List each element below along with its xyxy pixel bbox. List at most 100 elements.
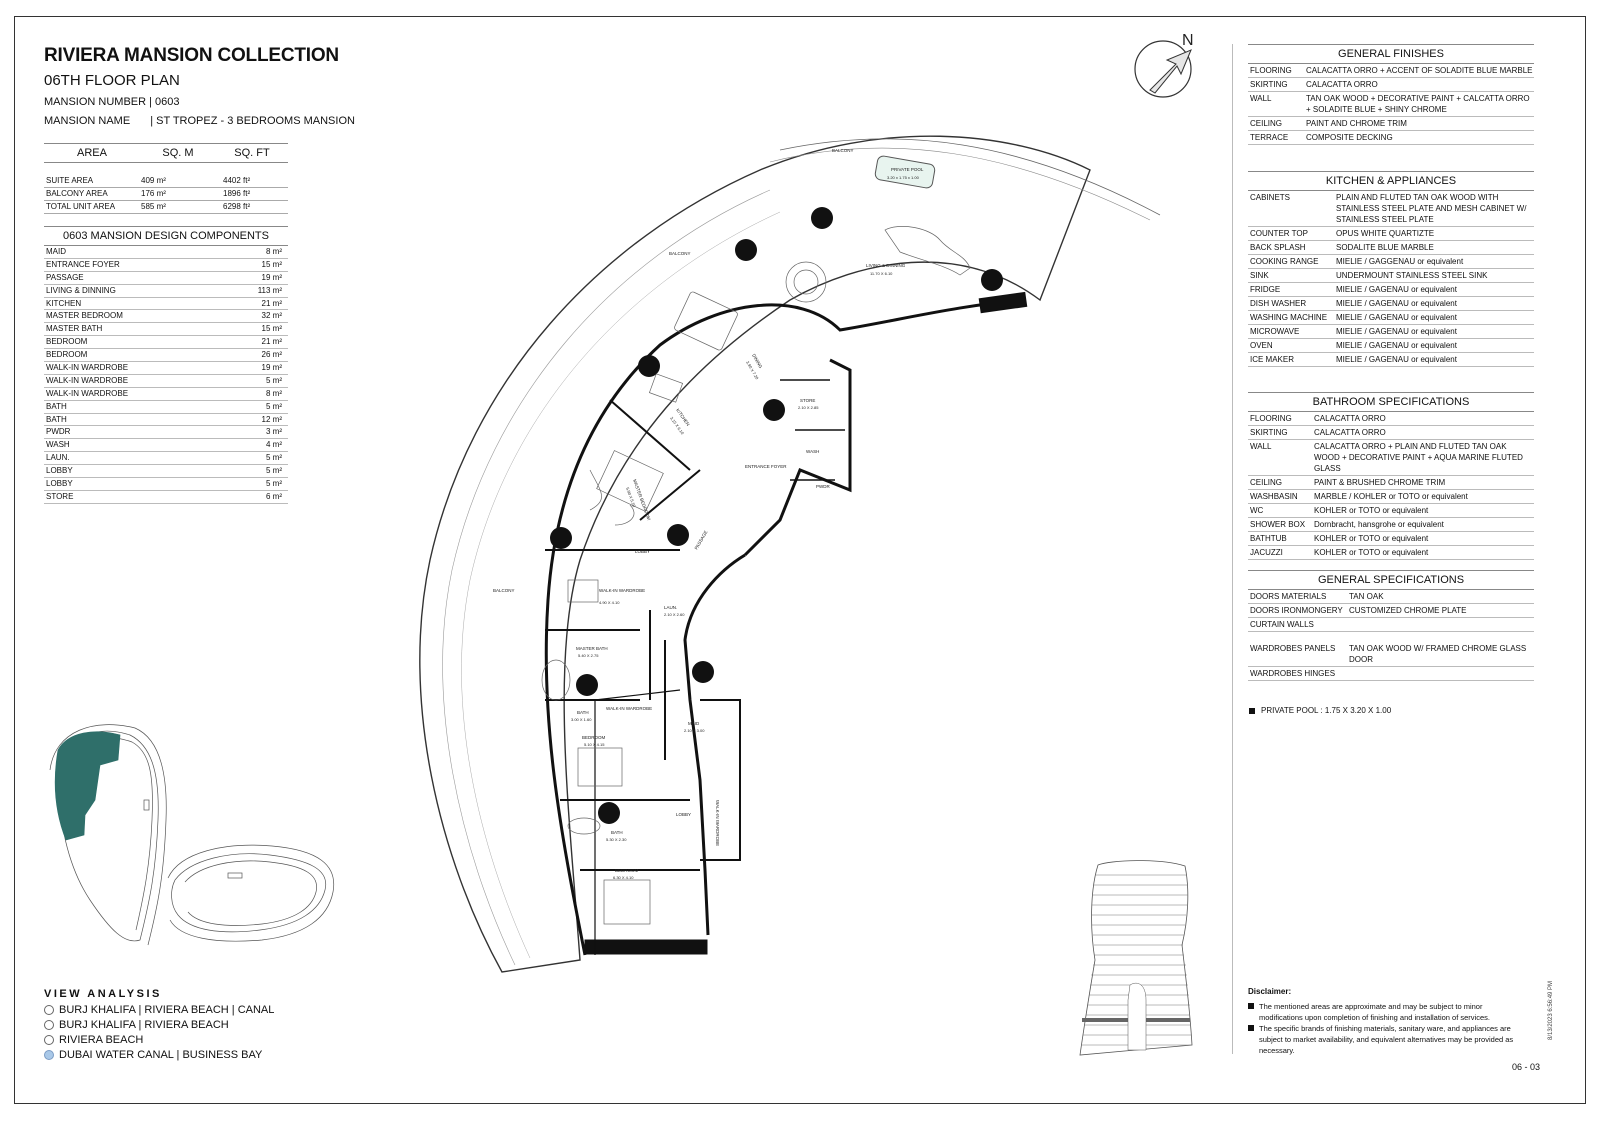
label-wash: WASH xyxy=(806,449,819,454)
component-row: LIVING & DINNING 113 m² xyxy=(44,285,288,298)
spec-value: CUSTOMIZED CHROME PLATE xyxy=(1349,606,1467,615)
view-option: BURJ KHALIFA | RIVIERA BEACH xyxy=(44,1017,274,1032)
spec-value: KOHLER or TOTO or equivalent xyxy=(1314,534,1429,543)
label-walkin-2: WALK-IN WARDROBE xyxy=(606,706,652,711)
label-laun-dims: 2.10 X 2.60 xyxy=(664,612,685,617)
label-passage: PASSAGE xyxy=(694,530,709,551)
mansion-name-value: | ST TROPEZ - 3 BEDROOMS MANSION xyxy=(150,115,355,127)
component-value: 12 m² xyxy=(261,414,282,424)
view-option: RIVIERA BEACH xyxy=(44,1032,274,1047)
spec-key: SKIRTING xyxy=(1250,428,1288,437)
spec-key: OVEN xyxy=(1250,341,1273,350)
component-label: LAUN. xyxy=(46,453,70,463)
area-label: TOTAL UNIT AREA xyxy=(46,202,116,211)
mansion-name-label: MANSION NAME xyxy=(44,115,131,127)
component-label: BATH xyxy=(46,414,67,424)
spec-row: CURTAIN WALLS xyxy=(1248,618,1534,632)
disclaimer-text: The mentioned areas are approximate and … xyxy=(1259,1002,1490,1022)
spec-key: MICROWAVE xyxy=(1250,327,1300,336)
label-bath-1: BATH xyxy=(577,710,589,715)
view-option-label: BURJ KHALIFA | RIVIERA BEACH xyxy=(59,1018,229,1031)
spec-key: BATHTUB xyxy=(1250,534,1287,543)
building-walls xyxy=(544,291,1028,956)
spec-value: MIELIE / GAGENAU or equivalent xyxy=(1336,341,1457,350)
spec-value: PAINT AND CHROME TRIM xyxy=(1306,119,1407,128)
label-living: LIVING & DINNING xyxy=(866,263,906,268)
component-value: 113 m² xyxy=(257,285,282,295)
component-label: PASSAGE xyxy=(46,272,84,282)
spec-value: OPUS WHITE QUARTIZTE xyxy=(1336,229,1435,238)
spec-row: MICROWAVE MIELIE / GAGENAU or equivalent xyxy=(1248,325,1534,339)
spec-value: PAINT & BRUSHED CHROME TRIM xyxy=(1314,478,1446,487)
component-value: 5 m² xyxy=(266,466,282,476)
label-walkin-1-dims: 4.90 X 4.10 xyxy=(599,600,620,605)
label-walkin-1: WALK-IN WARDROBE xyxy=(599,588,645,593)
component-value: 6 m² xyxy=(266,491,282,501)
label-bath-2: BATH xyxy=(611,830,623,835)
spec-row: WARDROBES HINGES xyxy=(1248,667,1534,681)
area-sqm: 585 m² xyxy=(141,202,166,211)
spec-key: JACUZZI xyxy=(1250,548,1283,557)
label-store-dims: 2.10 X 2.85 xyxy=(798,405,819,410)
view-analysis: VIEW ANALYSIS BURJ KHALIFA | RIVIERA BEA… xyxy=(44,988,274,1062)
label-balcony-top: BALCONY xyxy=(832,148,854,153)
private-pool-note: PRIVATE POOL : 1.75 X 3.20 X 1.00 xyxy=(1249,706,1391,715)
building-elevation xyxy=(1079,860,1193,1056)
spec-key: FLOORING xyxy=(1250,66,1292,75)
compass-north-arrow-icon: N xyxy=(1134,32,1194,98)
spec-key: SHOWER BOX xyxy=(1250,520,1306,529)
label-bedroom-1-dims: 5.10 X 4.15 xyxy=(584,742,605,747)
disclaimer-item: The mentioned areas are approximate and … xyxy=(1248,1001,1528,1023)
area-header-area: AREA xyxy=(77,147,107,159)
spec-key: WASHBASIN xyxy=(1250,492,1298,501)
component-label: MASTER BEDROOM xyxy=(46,311,123,321)
view-analysis-title: VIEW ANALYSIS xyxy=(44,988,162,1000)
component-label: WALK-IN WARDROBE xyxy=(46,388,129,398)
radio-circle-icon xyxy=(44,1004,54,1015)
area-sqm: 409 m² xyxy=(141,176,166,185)
component-label: LOBBY xyxy=(46,466,73,476)
view-option-label: RIVIERA BEACH xyxy=(59,1033,144,1046)
component-row: LOBBY 5 m² xyxy=(44,465,288,479)
view-option: BURJ KHALIFA | RIVIERA BEACH | CANAL xyxy=(44,1002,274,1017)
disclaimer-title: Disclaimer: xyxy=(1248,987,1292,996)
label-bath-1-dims: 3.00 X 1.60 xyxy=(571,717,592,722)
label-lobby-2: LOBBY xyxy=(676,812,691,817)
spec-value: MIELIE / GAGENAU or equivalent xyxy=(1336,327,1457,336)
component-label: LIVING & DINNING xyxy=(46,285,116,295)
general-finishes-title: GENERAL FINISHES xyxy=(1248,44,1534,64)
area-table-header: AREA SQ. M SQ. FT xyxy=(44,143,288,163)
label-master-bedroom-dims: 5.90 X 5.10 xyxy=(625,487,637,509)
disclaimer-text: The specific brands of finishing materia… xyxy=(1259,1024,1514,1055)
component-value: 5 m² xyxy=(266,401,282,411)
label-lobby-1: LOBBY xyxy=(635,549,650,554)
spec-key: WALL xyxy=(1250,94,1272,103)
component-row: LAUN.5 m² xyxy=(44,452,288,466)
spec-value: PLAIN AND FLUTED TAN OAK WOOD WITH STAIN… xyxy=(1336,193,1527,224)
component-value: 26 m² xyxy=(261,350,282,360)
spec-key: DOORS MATERIALS xyxy=(1250,592,1327,601)
area-label: BALCONY AREA xyxy=(46,189,108,198)
spec-value: CALACATTA ORRO + PLAIN AND FLUTED TAN OA… xyxy=(1314,442,1523,473)
spec-value: MIELIE / GAGENAU or equivalent xyxy=(1336,285,1457,294)
label-balcony-mid: BALCONY xyxy=(493,588,515,593)
spec-key: CEILING xyxy=(1250,119,1283,128)
